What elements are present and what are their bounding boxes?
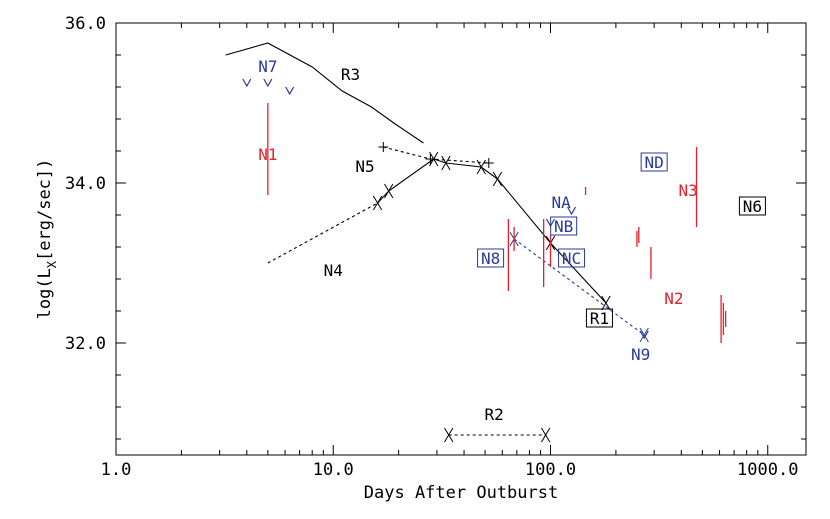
x-tick-label: 10.0 <box>313 460 354 480</box>
label-n7: N7 <box>258 57 277 76</box>
label-box-n8 <box>477 248 505 268</box>
upper-limit-n7 <box>285 86 295 96</box>
upper-limit-n9 <box>639 330 649 340</box>
axis-ticks <box>115 22 806 455</box>
label-n6: N6 <box>743 197 762 216</box>
y-axis-title-sub: X <box>45 260 59 268</box>
y-axis-title-main: log(L <box>35 268 55 319</box>
tick-labels: 1.0 10.0 100.0 1000.0 32.0 34.0 36.0 <box>65 14 798 480</box>
label-nb: NB <box>554 217 573 236</box>
label-na: NA <box>552 193 572 212</box>
marker-n8 <box>639 327 649 343</box>
label-n8: N8 <box>481 249 500 268</box>
label-r1: R1 <box>590 309 609 328</box>
x-tick-label: 1.0 <box>101 460 132 480</box>
label-n9: N9 <box>631 345 650 364</box>
label-n5: N5 <box>355 157 374 176</box>
marker-n4 <box>441 155 451 171</box>
marker-n5 <box>378 142 389 152</box>
marker-r2 <box>541 427 551 443</box>
y-tick-label: 34.0 <box>65 174 106 194</box>
y-tick-label: 36.0 <box>65 14 106 34</box>
y-tick-label: 32.0 <box>65 334 106 354</box>
label-r3: R3 <box>341 65 360 84</box>
marker-n4 <box>372 195 383 211</box>
curve-n4b <box>267 202 378 264</box>
label-box-nc <box>558 248 586 268</box>
curve-n4 <box>377 158 607 304</box>
marker-n4 <box>429 151 439 167</box>
curve-n8 <box>513 238 645 336</box>
label-nd: ND <box>645 153 664 172</box>
label-nc: NC <box>562 249 581 268</box>
label-n4: N4 <box>324 261 343 280</box>
label-box-nb <box>550 216 578 236</box>
label-r2: R2 <box>484 405 503 424</box>
x-axis-title: Days After Outburst <box>364 483 558 503</box>
y-axis-title-tail: [erg/sec]) <box>35 159 55 261</box>
marker-r2 <box>444 427 454 443</box>
marker-n4 <box>492 171 503 187</box>
x-tick-label: 100.0 <box>525 460 576 480</box>
upper-limit-na <box>567 206 577 216</box>
label-n3: N3 <box>678 181 697 200</box>
plot-frame <box>115 22 807 456</box>
label-n1: N1 <box>258 145 277 164</box>
marker-n4 <box>601 295 611 311</box>
y-axis-title: log(LX[erg/sec]) <box>35 159 59 320</box>
x-tick-label: 1000.0 <box>737 460 798 480</box>
curve-r3 <box>225 42 424 144</box>
upper-limit-n7 <box>263 78 273 88</box>
marker-n4 <box>384 183 394 199</box>
label-box-nd <box>640 152 668 172</box>
label-box-r1 <box>585 308 613 328</box>
label-n2: N2 <box>664 289 683 308</box>
chart-marks <box>225 42 727 443</box>
marker-n5 <box>483 158 494 168</box>
label-box-n6 <box>738 196 766 216</box>
upper-limit-n7 <box>242 78 252 88</box>
marker-n4 <box>476 159 486 175</box>
